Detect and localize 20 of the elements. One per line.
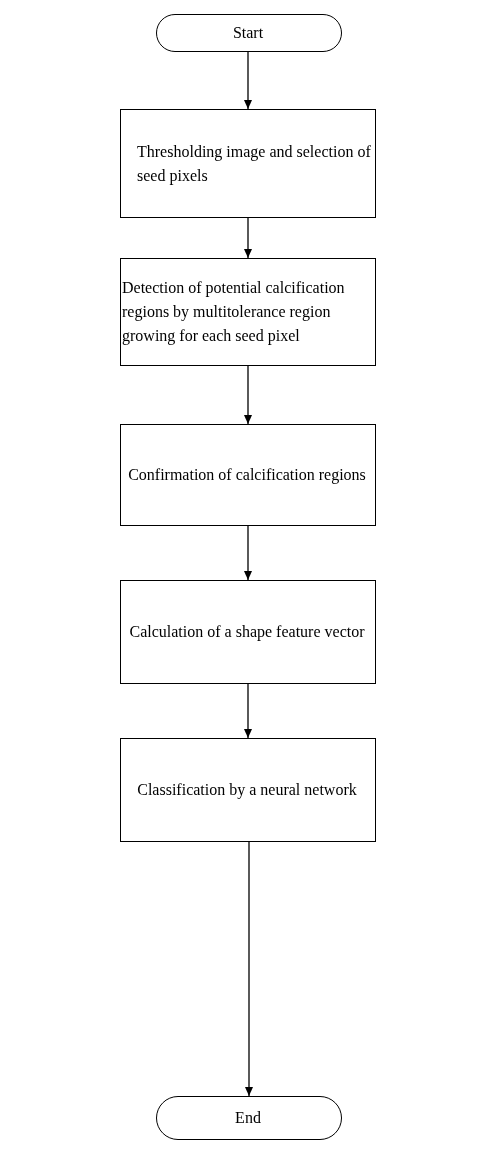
arrow xyxy=(244,217,252,259)
terminal-shape xyxy=(156,1096,342,1140)
process-box xyxy=(120,580,376,684)
step-text: Start xyxy=(232,23,264,43)
step-text: Calculation of a shape feature vector xyxy=(129,622,365,643)
arrow xyxy=(244,683,252,739)
process-box xyxy=(120,738,376,842)
arrow xyxy=(245,841,253,1097)
process-box xyxy=(120,109,376,218)
arrow xyxy=(244,51,252,110)
step-text: End xyxy=(235,1108,261,1128)
step-text: Detection of potential calcification regions by multitolerance region growing for each seed pixel xyxy=(122,278,346,347)
process-box xyxy=(120,424,376,526)
step-text: Confirmation of calcification regions xyxy=(128,465,366,486)
step-text: Classification by a neural network xyxy=(137,780,357,801)
terminal-shape xyxy=(156,14,342,52)
step-text: Thresholding image and selection of seed pixels xyxy=(137,141,372,187)
process-box xyxy=(120,258,376,366)
arrow xyxy=(244,365,252,425)
arrow xyxy=(244,525,252,581)
